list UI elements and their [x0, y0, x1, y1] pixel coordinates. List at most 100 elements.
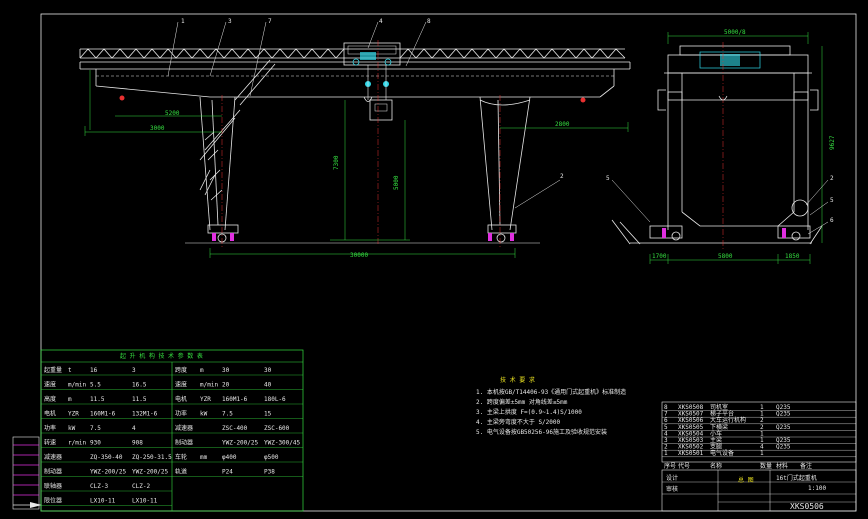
parts-cell: Q235 — [776, 424, 791, 431]
balloon-3: 3 — [228, 18, 232, 25]
param-cell: 减速器 — [175, 424, 193, 432]
balloon-2-side: 2 — [830, 175, 834, 182]
parts-cell: 3 — [664, 437, 668, 444]
parts-cell: 1 — [760, 450, 764, 457]
dim-top-width: 5000/8 — [724, 29, 746, 36]
note-line: 4. 主梁旁弯度不大于 S/2000 — [476, 418, 561, 426]
param-cell: 5.5 — [90, 382, 101, 389]
parts-cell: XKS0504 — [678, 430, 704, 437]
param-cell: YZR — [68, 411, 79, 418]
param-cell: YWZ-200/25 — [90, 469, 127, 476]
dim-side-width: 5800 — [718, 253, 733, 260]
parts-cell: 司机室 — [710, 403, 728, 411]
title-block-name: 16t门式起重机 — [776, 474, 817, 482]
notes-lines: 1. 本机按GB/T14406-93《通用门式起重机》标准制造 2. 跨度偏差±5… — [476, 388, 626, 436]
balloon-5b-side: 5 — [830, 197, 834, 204]
parts-cell: Q235 — [776, 404, 791, 411]
param-cell: 160M1-6 — [222, 396, 248, 403]
note-line: 1. 本机按GB/T14406-93《通用门式起重机》标准制造 — [476, 388, 626, 396]
param-cell: mm — [200, 454, 208, 461]
title-block-checker: 审核 — [666, 485, 678, 493]
dim-h1: 7300 — [333, 155, 340, 170]
parts-cell: 1 — [760, 437, 764, 444]
balloon-4: 4 — [379, 18, 383, 25]
balloon-5-side: 5 — [606, 175, 610, 182]
balloon-1: 1 — [181, 18, 185, 25]
parts-cell: 5 — [664, 424, 668, 431]
param-cell: 11.5 — [132, 396, 147, 403]
param-cell: 起重量 — [44, 366, 62, 374]
param-cell: 速度 — [175, 381, 187, 389]
param-cell: kW — [200, 411, 208, 418]
dim-total-height: 9627 — [829, 135, 836, 150]
param-cell: 车轮 — [175, 453, 187, 461]
front-elevation: 3000 2800 30000 7300 5000 5200 1 3 7 4 8… — [79, 18, 631, 259]
param-cell: r/min — [68, 440, 86, 447]
parts-cell: Q235 — [776, 411, 791, 418]
parts-header-cell: 备注 — [800, 462, 812, 470]
param-cell: 电机 — [44, 410, 56, 418]
param-cell: 7.5 — [90, 425, 101, 432]
parts-cell: Q235 — [776, 437, 791, 444]
parts-header-cell: 名称 — [710, 462, 722, 470]
param-cell: 速度 — [44, 381, 56, 389]
title-block-scale: 1:100 — [808, 485, 826, 492]
parts-cell: 支腿 — [710, 443, 722, 451]
parts-cell: XKS0507 — [678, 411, 704, 418]
main-hook-icon — [363, 96, 373, 102]
parts-header-cell: 材料 — [776, 462, 788, 470]
param-cell: 16.5 — [132, 382, 147, 389]
parts-cell: 1 — [760, 404, 764, 411]
param-cell: 高度 — [44, 395, 56, 403]
dim-side-left: 1700 — [652, 253, 667, 260]
title-block-designer: 设计 — [666, 474, 678, 482]
param-cell: YWZ-300/45 — [264, 440, 301, 447]
param-cell: LX10-11 — [90, 498, 116, 505]
param-cell: YWZ-200/25 — [222, 440, 259, 447]
binding-arrow-icon — [30, 502, 42, 508]
main-girder-truss — [79, 48, 631, 98]
param-cell: 16 — [90, 367, 98, 374]
parts-cell: 1 — [664, 450, 668, 457]
param-cell: 908 — [132, 440, 143, 447]
param-cell: ZQ-250-31.5 — [132, 454, 172, 461]
parts-header-cell: 序号 — [664, 462, 676, 470]
param-cell: 联轴器 — [44, 482, 62, 490]
params-table-title: 起 升 机 构 技 术 参 数 表 — [120, 352, 203, 360]
param-cell: ZSC-600 — [264, 425, 290, 432]
parts-cell: 7 — [664, 411, 668, 418]
left-leg — [199, 59, 276, 231]
parts-cell: XKS0503 — [678, 437, 704, 444]
param-cell: 7.5 — [222, 411, 233, 418]
param-cell: LX10-11 — [132, 498, 158, 505]
balloon-8: 8 — [427, 18, 431, 25]
drawing-frame — [40, 13, 857, 512]
technical-notes: 技 术 要 求 1. 本机按GB/T14406-93《通用门式起重机》标准制造2… — [476, 376, 626, 436]
note-line: 2. 跨度偏差±5mm 对角线差≤5mm — [476, 398, 568, 406]
parts-cell: 2 — [760, 424, 764, 431]
title-block: 总 图 16t门式起重机 1:100 设计 审核 XKS0506 — [661, 469, 857, 512]
param-cell: P24 — [222, 469, 233, 476]
param-cell: m — [68, 396, 72, 403]
param-cell: 4 — [132, 425, 136, 432]
parts-cell: XKS0501 — [678, 450, 704, 457]
param-cell: 功率 — [44, 424, 56, 432]
param-cell: 减速器 — [44, 453, 62, 461]
param-cell: 电机 — [175, 395, 187, 403]
param-cell: 制动器 — [175, 439, 193, 447]
note-line: 5. 电气设备按GB50256-96施工及验收规范安装 — [476, 428, 607, 436]
balloon-2-front: 2 — [560, 173, 564, 180]
param-cell: 跨度 — [175, 366, 187, 374]
parts-cell: XKS0508 — [678, 404, 704, 411]
param-cell: 15 — [264, 411, 272, 418]
sheet-title: 总 图 — [738, 476, 754, 484]
param-cell: kW — [68, 425, 76, 432]
parts-cell: 1 — [760, 411, 764, 418]
param-cell: ZSC-400 — [222, 425, 248, 432]
parts-cell: Q235 — [776, 444, 791, 451]
parts-cell: 大车运行机构 — [710, 416, 746, 424]
operator-cabin — [369, 99, 393, 121]
